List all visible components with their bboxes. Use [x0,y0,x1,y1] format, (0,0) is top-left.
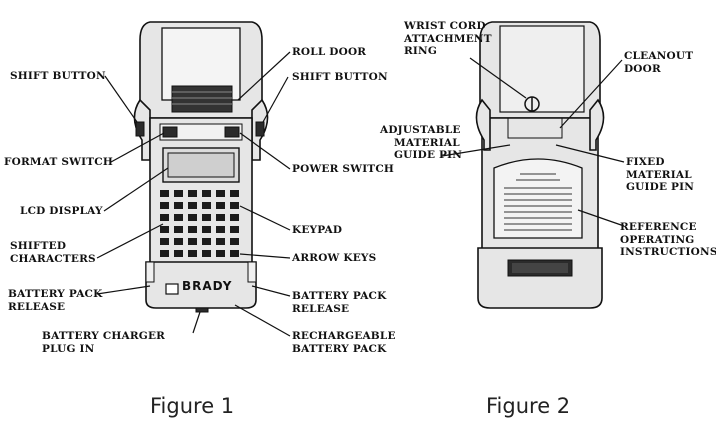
label-keypad: KEYPAD [292,224,343,236]
label-battery-pack-release-right-line2: RELEASE [292,302,350,315]
label-fixed-guide-line3: GUIDE PIN [626,181,695,193]
label-adjustable-guide-line2: MATERIAL [394,136,460,149]
figure2-caption: Figure 2 [486,394,571,418]
label-fixed-guide-line1: FIXED [626,156,665,168]
label-format-switch: FORMAT SWITCH [4,156,113,168]
label-adjustable-guide-line1: ADJUSTABLE [380,124,461,136]
label-adjustable-material-guide-pin: ADJUSTABLE MATERIAL GUIDE PIN [380,124,462,162]
label-shifted-characters-line1: SHIFTED [10,240,67,252]
label-power-switch: POWER SWITCH [292,163,394,175]
label-wrist-cord-ring-line2: ATTACHMENT [404,32,492,45]
label-wrist-cord-ring-line3: RING [404,45,438,57]
label-fixed-guide-line2: MATERIAL [626,168,692,181]
label-battery-pack-release-right: BATTERY PACK RELEASE [292,290,386,315]
label-cleanout-door: CLEANOUT DOOR [624,50,693,75]
label-rechargeable-battery-pack-line2: BATTERY PACK [292,342,387,355]
label-battery-pack-release-left-line2: RELEASE [8,300,66,313]
label-reference-operating-instructions: REFERENCE OPERATING INSTRUCTIONS [620,221,716,259]
label-roll-door: ROLL DOOR [292,46,367,58]
label-reference-line2: OPERATING [620,233,695,246]
label-reference-line3: INSTRUCTIONS [620,246,716,258]
label-wrist-cord-ring-line1: WRIST CORD [404,20,486,32]
label-battery-charger-plug-in-line1: BATTERY CHARGER [42,330,166,342]
label-cleanout-door-line2: DOOR [624,62,661,75]
figure1-leaders [96,51,291,337]
label-battery-pack-release-right-line1: BATTERY PACK [292,290,387,302]
label-battery-charger-plug-in-line2: PLUG IN [42,342,95,355]
figure2-leaders [441,57,625,227]
figure1-caption: Figure 1 [150,394,235,418]
label-reference-line1: REFERENCE [620,221,697,233]
label-rechargeable-battery-pack-line1: RECHARGEABLE [292,330,396,342]
printer-back-view [475,21,605,309]
label-cleanout-door-line1: CLEANOUT [624,50,694,62]
label-rechargeable-battery-pack: RECHARGEABLE BATTERY PACK [292,330,396,355]
label-shift-button-right: SHIFT BUTTON [292,71,388,83]
label-battery-charger-plug-in: BATTERY CHARGER PLUG IN [42,330,165,355]
label-fixed-material-guide-pin: FIXED MATERIAL GUIDE PIN [626,156,694,194]
label-battery-pack-release-left: BATTERY PACK RELEASE [8,288,102,313]
keypad-keys [160,190,239,257]
label-adjustable-guide-line3: GUIDE PIN [394,149,463,161]
label-shift-button-left: SHIFT BUTTON [10,70,106,82]
device-brand-label: BRADY [182,279,233,293]
label-arrow-keys: ARROW KEYS [292,252,377,264]
label-battery-pack-release-left-line1: BATTERY PACK [8,288,103,300]
label-lcd-display: LCD DISPLAY [20,205,103,217]
label-shifted-characters-line2: CHARACTERS [10,252,96,265]
label-shifted-characters: SHIFTED CHARACTERS [10,240,96,265]
printer-front-view [133,21,269,313]
label-wrist-cord-ring: WRIST CORD ATTACHMENT RING [404,20,492,58]
